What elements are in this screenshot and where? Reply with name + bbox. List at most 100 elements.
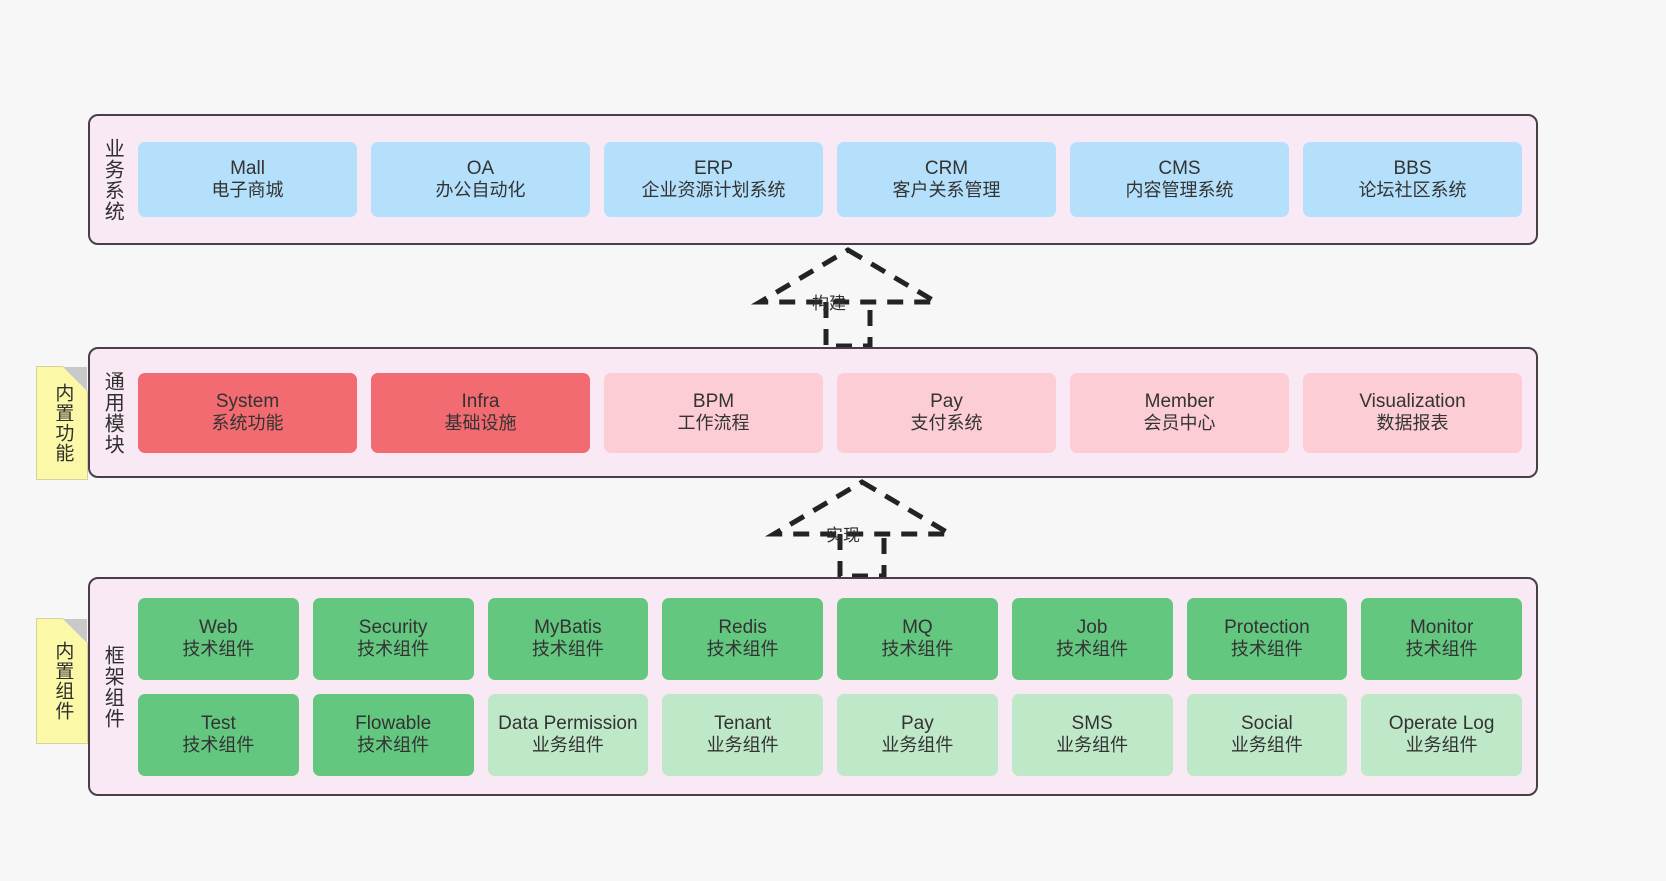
card-title-en: Protection: [1224, 616, 1310, 638]
card-redis[interactable]: Redis 技术组件: [662, 597, 823, 680]
connector-build: [750, 247, 946, 348]
card-title-cn: 技术组件: [531, 639, 604, 660]
card-job[interactable]: Job 技术组件: [1011, 597, 1173, 680]
card-pay-module[interactable]: Pay 支付系统: [837, 372, 1056, 453]
card-title-cn: 技术组件: [1056, 639, 1129, 660]
card-visualization[interactable]: Visualization 数据报表: [1303, 372, 1522, 453]
layer-body-modules: System 系统功能 Infra 基础设施 BPM 工作流程 Pay 支付系统…: [134, 349, 1536, 476]
card-erp[interactable]: ERP 企业资源计划系统: [604, 142, 823, 217]
card-monitor[interactable]: Monitor 技术组件: [1361, 597, 1522, 680]
card-title-en: SMS: [1071, 712, 1113, 734]
card-crm[interactable]: CRM 客户关系管理: [837, 142, 1056, 217]
card-mybatis[interactable]: MyBatis 技术组件: [487, 597, 649, 680]
note-fold-icon: [63, 618, 88, 643]
connector-label-implement: 实现: [826, 526, 860, 545]
card-title-en: Pay: [930, 390, 963, 412]
card-title-cn: 业务组件: [531, 735, 604, 756]
card-title-cn: 技术组件: [706, 639, 779, 660]
card-title-en: Member: [1144, 390, 1215, 412]
card-title-cn: 内容管理系统: [1125, 180, 1234, 201]
card-title-cn: 业务组件: [881, 735, 954, 756]
card-title-cn: 技术组件: [1405, 639, 1478, 660]
card-title-cn: 技术组件: [1230, 639, 1303, 660]
layer-title-modules: 通用模块: [101, 370, 124, 455]
card-title-en: MyBatis: [534, 616, 602, 638]
layer-business-systems: 业务系统 Mall 电子商城 OA 办公自动化 ERP 企业资源计划系统 CRM…: [88, 114, 1538, 245]
card-test[interactable]: Test 技术组件: [138, 693, 299, 776]
card-title-cn: 业务组件: [1230, 735, 1303, 756]
card-title-cn: 基础设施: [444, 413, 517, 434]
card-row: Web 技术组件 Security 技术组件 MyBatis 技术组件 Redi…: [138, 597, 1522, 680]
card-title-cn: 技术组件: [182, 639, 255, 660]
card-title-en: BBS: [1393, 157, 1432, 179]
card-web[interactable]: Web 技术组件: [138, 597, 299, 680]
card-title-en: Data Permission: [498, 712, 638, 734]
card-title-en: CRM: [924, 157, 969, 179]
card-flowable[interactable]: Flowable 技术组件: [312, 693, 474, 776]
card-social[interactable]: Social 业务组件: [1186, 693, 1348, 776]
card-title-cn: 会员中心: [1143, 413, 1216, 434]
card-title-en: CMS: [1158, 157, 1201, 179]
card-title-en: Flowable: [355, 712, 432, 734]
card-protection[interactable]: Protection 技术组件: [1186, 597, 1348, 680]
card-security[interactable]: Security 技术组件: [312, 597, 474, 680]
layer-framework-components: 框架组件 Web 技术组件 Security 技术组件 MyBatis 技术组件…: [88, 577, 1538, 796]
card-cms[interactable]: CMS 内容管理系统: [1070, 142, 1289, 217]
layer-title-business: 业务系统: [101, 137, 124, 222]
card-title-cn: 业务组件: [1405, 735, 1478, 756]
card-title-cn: 电子商城: [211, 180, 284, 201]
card-operate-log[interactable]: Operate Log 业务组件: [1361, 693, 1522, 776]
card-title-cn: 业务组件: [1056, 735, 1129, 756]
card-title-en: Tenant: [714, 712, 772, 734]
card-title-en: Job: [1076, 616, 1108, 638]
card-title-en: ERP: [693, 157, 734, 179]
card-title-en: Social: [1241, 712, 1293, 734]
card-mall[interactable]: Mall 电子商城: [138, 142, 357, 217]
arrowhead-triangle-dashed: [764, 479, 960, 537]
layer-common-modules: 通用模块 System 系统功能 Infra 基础设施 BPM 工作流程 Pay…: [88, 347, 1538, 478]
card-title-cn: 企业资源计划系统: [641, 180, 786, 201]
note-builtin-function[interactable]: 内置功能: [36, 366, 88, 480]
card-tenant[interactable]: Tenant 业务组件: [662, 693, 823, 776]
card-row: Mall 电子商城 OA 办公自动化 ERP 企业资源计划系统 CRM 客户关系…: [138, 142, 1522, 217]
card-title-cn: 客户关系管理: [892, 180, 1001, 201]
arrowhead-triangle-dashed: [750, 247, 946, 305]
card-bbs[interactable]: BBS 论坛社区系统: [1303, 142, 1522, 217]
card-title-en: Test: [200, 712, 236, 734]
card-title-en: Operate Log: [1388, 712, 1495, 734]
card-title-cn: 技术组件: [881, 639, 954, 660]
card-member[interactable]: Member 会员中心: [1070, 372, 1289, 453]
card-title-en: Security: [358, 616, 428, 638]
card-title-cn: 技术组件: [357, 639, 430, 660]
card-title-en: Mall: [230, 157, 265, 179]
note-text: 内置组件: [52, 641, 74, 721]
card-infra[interactable]: Infra 基础设施: [371, 372, 590, 453]
card-system[interactable]: System 系统功能: [138, 372, 357, 453]
card-title-en: MQ: [902, 616, 933, 638]
card-title-cn: 工作流程: [677, 413, 750, 434]
card-mq[interactable]: MQ 技术组件: [837, 597, 998, 680]
card-title-en: Web: [199, 616, 238, 638]
card-data-permission[interactable]: Data Permission 业务组件: [487, 693, 649, 776]
card-row: Test 技术组件 Flowable 技术组件 Data Permission …: [138, 693, 1522, 776]
card-bpm[interactable]: BPM 工作流程: [604, 372, 823, 453]
card-title-cn: 办公自动化: [435, 180, 526, 201]
connector-implement: [764, 479, 960, 578]
card-pay-component[interactable]: Pay 业务组件: [837, 693, 998, 776]
note-builtin-component[interactable]: 内置组件: [36, 618, 88, 744]
card-title-en: OA: [466, 157, 495, 179]
card-title-en: System: [215, 390, 280, 412]
note-text: 内置功能: [52, 383, 74, 463]
card-title-cn: 数据报表: [1376, 413, 1449, 434]
card-row: System 系统功能 Infra 基础设施 BPM 工作流程 Pay 支付系统…: [138, 372, 1522, 453]
card-title-en: Monitor: [1409, 616, 1474, 638]
card-sms[interactable]: SMS 业务组件: [1011, 693, 1173, 776]
card-title-en: BPM: [692, 390, 735, 412]
card-title-cn: 系统功能: [211, 413, 284, 434]
layer-body-framework: Web 技术组件 Security 技术组件 MyBatis 技术组件 Redi…: [134, 579, 1536, 794]
layer-title-framework: 框架组件: [101, 644, 124, 729]
card-title-en: Visualization: [1359, 390, 1466, 412]
note-fold-icon: [63, 366, 88, 391]
card-oa[interactable]: OA 办公自动化: [371, 142, 590, 217]
